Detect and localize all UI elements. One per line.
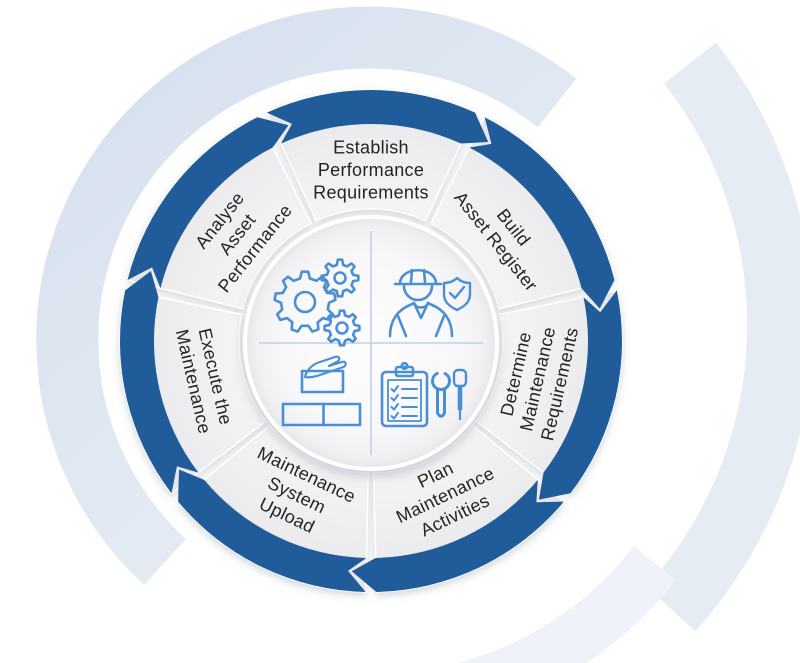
- hard-hat: [398, 269, 438, 285]
- wrench-handle: [436, 387, 446, 418]
- shield-checkmark: [448, 285, 466, 300]
- hard-hat-ridge-right: [422, 268, 427, 284]
- worker-head: [402, 284, 434, 302]
- gear-outline: [320, 258, 360, 298]
- segment-arrow-execute-the-maintenance: [119, 270, 199, 494]
- background-swirl: [36, 6, 800, 663]
- laying-hand: [303, 355, 347, 379]
- segment-arrow-plan-maintenance-activities: [351, 479, 564, 592]
- checklist-rows: [390, 385, 418, 420]
- gear-outline: [323, 309, 361, 347]
- segment-arrow-analyse-asset-performance: [127, 117, 289, 289]
- checklist-tools-icon: [380, 361, 468, 428]
- segment-label-line: Establish: [333, 138, 409, 158]
- swirl-arc-left: [36, 6, 577, 585]
- clipboard-board: [380, 370, 429, 428]
- segment-label-line: Requirements: [313, 183, 429, 203]
- worker-body: [388, 301, 454, 338]
- gear-hole: [335, 321, 349, 335]
- safety-shield: [442, 276, 472, 312]
- segment-label-line: Performance: [318, 160, 424, 180]
- segment-arrow-maintenance-system-upload: [178, 469, 367, 592]
- bricklaying-hand-icon: [281, 355, 362, 427]
- gear-hole: [293, 290, 317, 314]
- vest-stripe-right: [434, 314, 446, 338]
- wrench-jaw: [431, 371, 451, 391]
- arrow-ring: [119, 89, 623, 592]
- clipboard-clip: [394, 365, 415, 378]
- wheel-segments: [119, 89, 623, 593]
- worker-tie: [412, 301, 430, 320]
- brick-top: [300, 369, 345, 394]
- segment-arrow-build-asset-register: [469, 117, 615, 309]
- gears-icon: [273, 258, 361, 347]
- swirl-arc-bottom-faint: [457, 546, 677, 663]
- vest-stripe-left: [396, 314, 408, 338]
- center-hub: [243, 215, 499, 471]
- hard-hat-ridge-left: [409, 268, 414, 284]
- segment-arrow-establish-performance-requirements: [266, 89, 489, 144]
- segment-arrow-determine-maintenance-requirements: [538, 290, 623, 500]
- brick-row: [281, 402, 362, 427]
- clipboard-paper: [387, 379, 422, 422]
- swirl-arc-outer-right: [646, 42, 800, 632]
- clipboard-clip-knob: [400, 361, 409, 371]
- worker-safety-shield-icon: [388, 268, 472, 338]
- gear-hole: [333, 271, 347, 285]
